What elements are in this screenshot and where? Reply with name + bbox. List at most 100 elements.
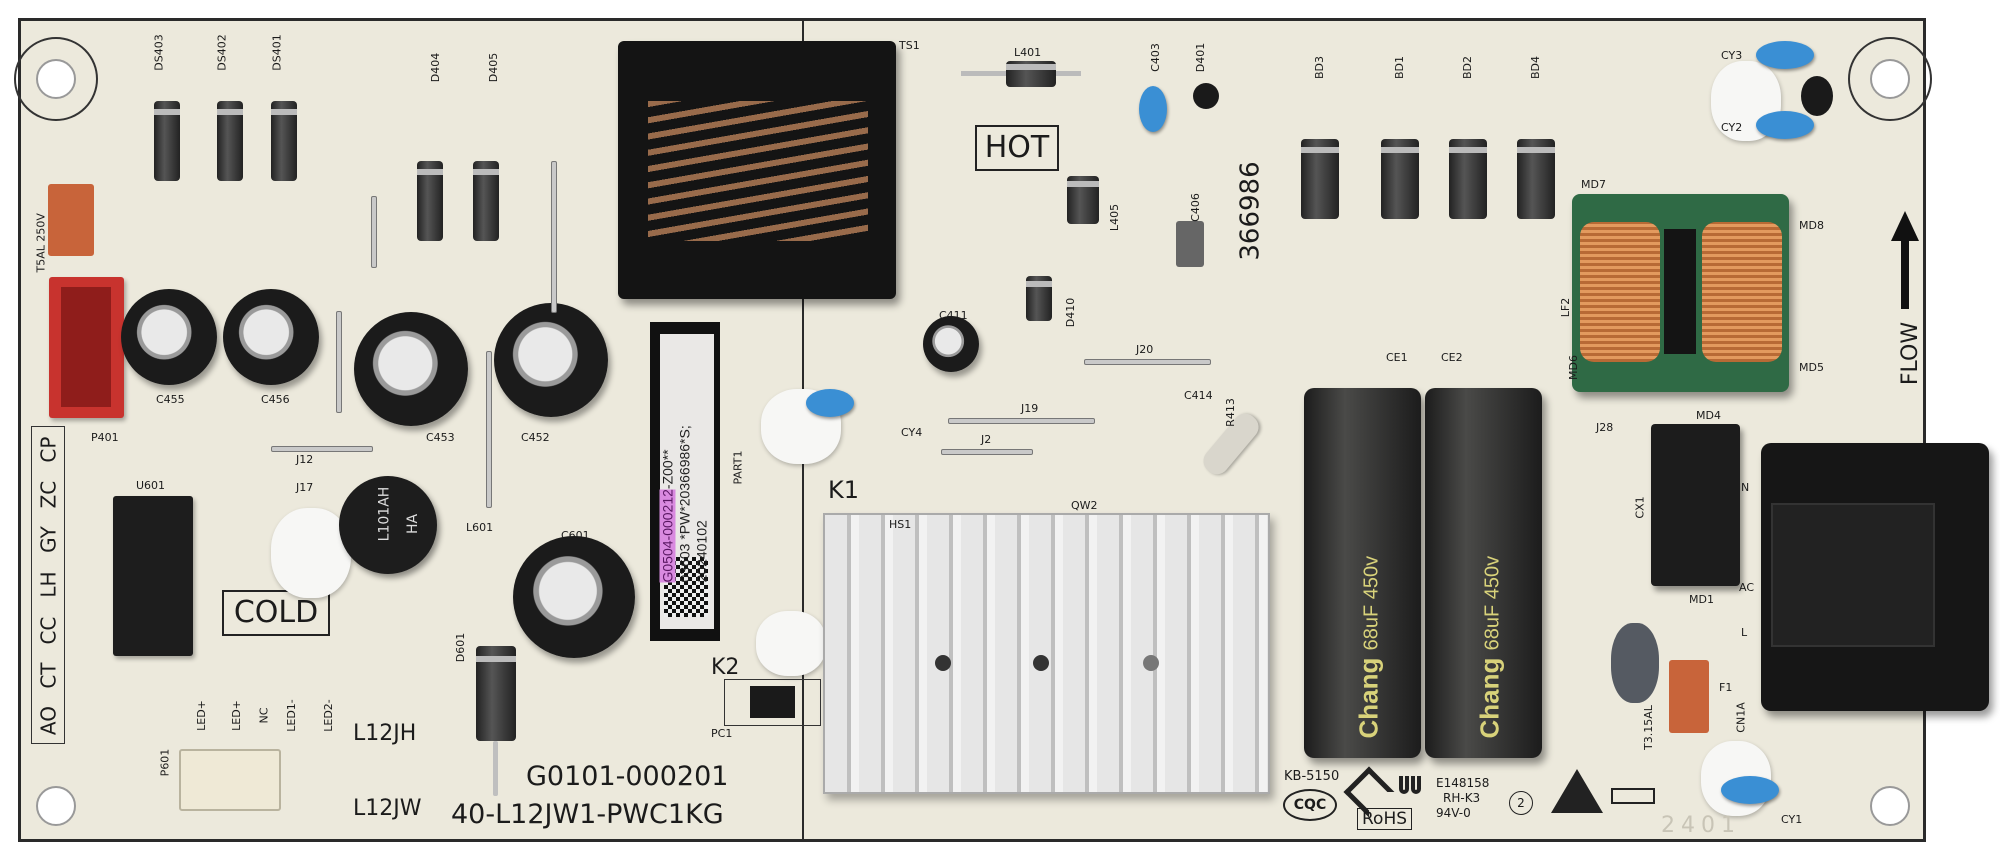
label-md1: MD1 — [1689, 593, 1714, 606]
ac-label: AC — [1739, 581, 1755, 594]
label-c406: C406 — [1188, 193, 1202, 222]
cert-code: KB-5150 — [1284, 769, 1340, 784]
label-d405: D405 — [487, 52, 501, 83]
label-bd1: BD1 — [1393, 55, 1407, 80]
jumper — [371, 196, 377, 268]
pin-label: GY — [35, 526, 60, 554]
capacitor-ce2: Chang 68uF 450v — [1425, 388, 1542, 758]
flow-arrow-shaft — [1901, 239, 1909, 309]
label-j12: J12 — [296, 453, 314, 466]
serial-sticker: G0504-000212-Z00** 03603 *PW*20366986*S;… — [650, 322, 720, 641]
diode-lead — [493, 741, 498, 796]
led-pin-label: LED2- — [321, 699, 335, 732]
led-pin-label: LED1- — [285, 699, 299, 732]
ul-file: E148158 — [1436, 776, 1490, 790]
capacitor-c601 — [513, 536, 635, 658]
diode-d601 — [476, 646, 516, 741]
transformer-ts1 — [618, 41, 896, 299]
fuse-f4 — [48, 184, 94, 256]
label-ce1: CE1 — [1386, 351, 1408, 364]
capacitor-c456 — [223, 289, 319, 385]
capacitor-c411 — [923, 316, 979, 372]
diode-d410 — [1026, 276, 1052, 321]
diode-d401 — [1193, 83, 1219, 109]
capacitor-cy3 — [1756, 41, 1814, 69]
label-d401: D401 — [1194, 42, 1208, 73]
relay-label-k2: K2 — [711, 655, 740, 680]
flammability-rating: 94V-0 — [1436, 806, 1471, 820]
label-p401: P401 — [91, 431, 119, 444]
hole-outline — [14, 37, 98, 121]
diode-ds401 — [271, 101, 297, 181]
heatsink-hs1 — [823, 513, 1270, 794]
label-md8: MD8 — [1799, 219, 1824, 232]
label-bd4: BD4 — [1529, 55, 1543, 80]
relay-label-k1: K1 — [828, 476, 860, 504]
label-md6: MD6 — [1566, 355, 1580, 380]
label-j17: J17 — [296, 481, 314, 494]
inductor-l401-body — [1006, 61, 1056, 87]
label-qw2: QW2 — [1071, 499, 1098, 512]
label-j19: J19 — [1021, 402, 1039, 415]
component — [1801, 76, 1833, 116]
screw — [1033, 655, 1049, 671]
flow-arrow-icon — [1891, 211, 1919, 241]
optocoupler-pc1 — [724, 679, 821, 726]
sticker-date: 20240102 — [693, 520, 710, 583]
fuse-f1 — [1669, 660, 1709, 733]
screw — [1143, 655, 1159, 671]
jumper-option-l12jw: L12JW — [353, 796, 422, 821]
label-c455: C455 — [156, 393, 185, 406]
glue-blob — [271, 508, 351, 598]
label-d404: D404 — [429, 52, 443, 83]
screw — [935, 655, 951, 671]
diode-bd2 — [1449, 139, 1487, 219]
label-ds402: DS402 — [215, 34, 229, 71]
led-pin-labels: LED+ LED+ NC LED1- LED2- — [186, 699, 345, 732]
capacitor-ce1: Chang 68uF 450v — [1304, 388, 1421, 758]
capacitor-brand-text: Chang — [1474, 657, 1505, 739]
connector-p601[interactable] — [179, 749, 281, 811]
led-pin-label: NC — [256, 707, 270, 724]
jumper — [336, 311, 342, 413]
label-cy3: CY3 — [1721, 49, 1743, 62]
label-ce2: CE2 — [1441, 351, 1463, 364]
label-md7: MD7 — [1581, 178, 1606, 191]
capacitor-c455 — [121, 289, 217, 385]
capacitor-rating: 68uF 450v — [1360, 555, 1383, 651]
connector-p401[interactable] — [49, 277, 124, 418]
jumper-j19 — [948, 418, 1095, 424]
label-c453: C453 — [426, 431, 455, 444]
label-lf2: LF2 — [1559, 297, 1573, 318]
capacitor-brand: Chang 68uF 450v — [1354, 409, 1385, 739]
part-number: G0101-000201 — [526, 761, 729, 792]
label-hs1: HS1 — [889, 518, 912, 531]
label-cy4: CY4 — [901, 426, 923, 439]
hole-outline — [1848, 37, 1932, 121]
capacitor-c403 — [1139, 86, 1167, 132]
pin-label: CT — [35, 662, 60, 689]
capacitor-c453 — [354, 312, 468, 426]
mounting-hole — [36, 786, 76, 826]
mounting-hole — [1870, 786, 1910, 826]
model-number: 40-L12JW1-PWC1KG — [451, 799, 724, 830]
ac-input-connector[interactable] — [1761, 443, 1989, 711]
diode-bd3 — [1301, 139, 1339, 219]
pin-label: CP — [35, 436, 60, 463]
pin-label: CC — [35, 616, 60, 645]
diode-bd1 — [1381, 139, 1419, 219]
label-bd3: BD3 — [1313, 55, 1327, 80]
pin-label-strip: AO CT CC LH GY ZC CP — [31, 426, 65, 744]
capacitor-brand-text: Chang — [1353, 657, 1384, 739]
sticker-code-highlight: G0504-000212 — [659, 489, 676, 583]
fuse-rating-bottom: T3.15AL — [1641, 705, 1655, 750]
high-voltage-warning-icon — [1551, 769, 1603, 813]
ul-line2: RH-K3 — [1443, 791, 1481, 805]
fuse-symbol-icon — [1611, 788, 1655, 804]
diode-ds403 — [154, 101, 180, 181]
pin-label: LH — [35, 571, 60, 599]
label-c414: C414 — [1184, 389, 1213, 402]
diode-ds402 — [217, 101, 243, 181]
ac-label-l: L — [1741, 626, 1748, 639]
diode-d405 — [473, 161, 499, 241]
